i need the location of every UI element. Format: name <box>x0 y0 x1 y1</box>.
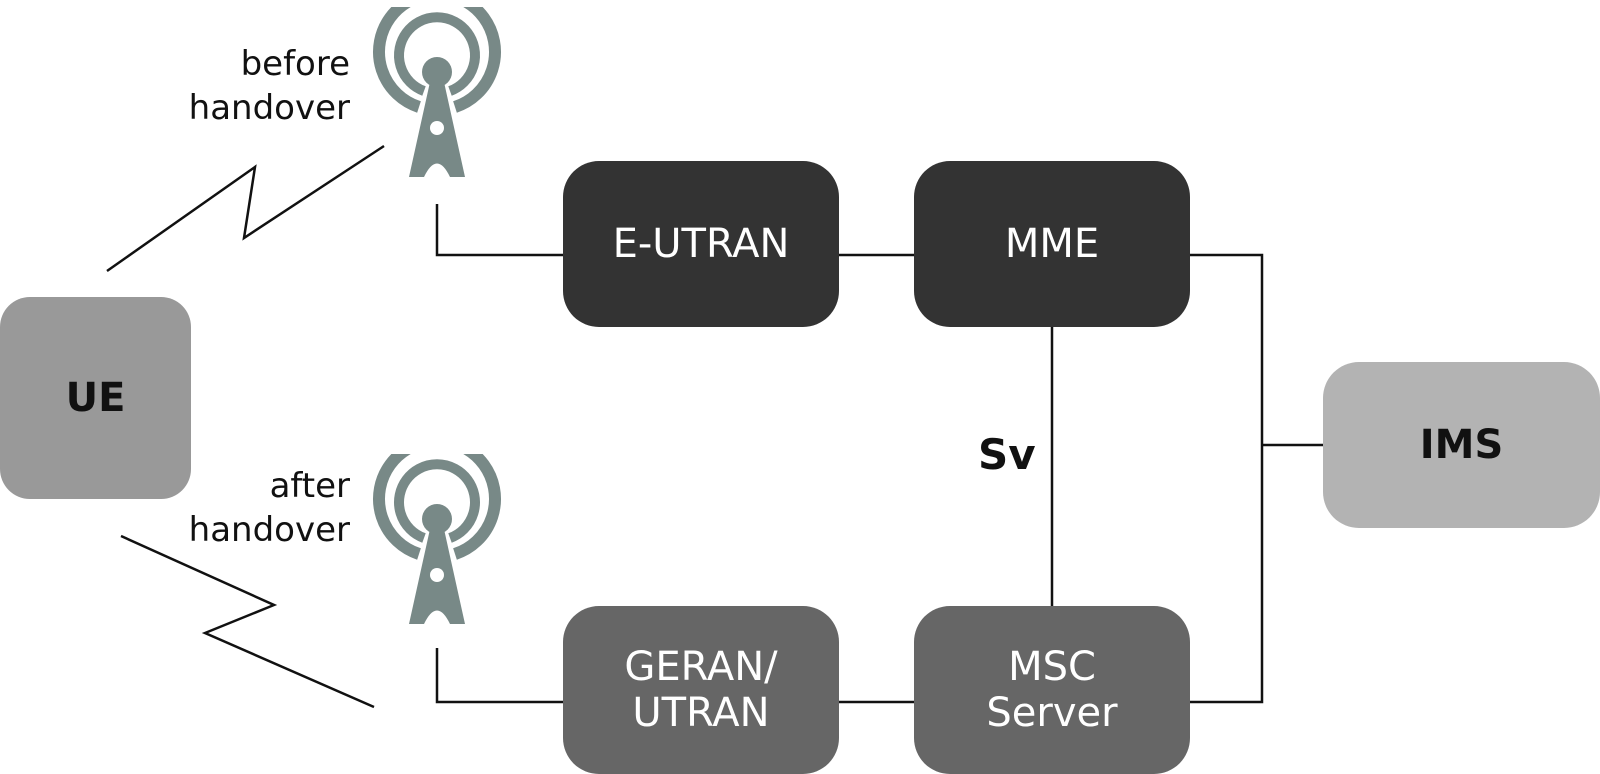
radio-link-after <box>120 534 375 709</box>
interface-label-sv: Sv <box>978 430 1036 479</box>
node-msc-line2: Server <box>986 690 1118 736</box>
node-ue-label: UE <box>65 375 126 421</box>
caption-before-handover: before handover <box>189 42 350 130</box>
node-mme-label: MME <box>1004 221 1100 267</box>
link-mme-ims <box>1190 253 1264 704</box>
node-eutran: E-UTRAN <box>563 161 839 327</box>
node-ims: IMS <box>1323 362 1600 528</box>
caption-after-handover: after handover <box>189 464 350 552</box>
node-geran-line2: UTRAN <box>632 690 770 736</box>
node-geran-line1: GERAN/ <box>624 644 778 690</box>
node-eutran-label: E-UTRAN <box>612 221 790 267</box>
caption-before-line2: handover <box>188 88 350 128</box>
link-tower-after-geran <box>435 648 563 704</box>
caption-after-line1: after <box>269 466 350 506</box>
link-tower-before-eutran <box>435 204 563 257</box>
radio-link-before <box>106 144 385 273</box>
radio-tower-icon <box>373 7 501 177</box>
node-geran-utran: GERAN/ UTRAN <box>563 606 839 774</box>
node-msc-server: MSC Server <box>914 606 1190 774</box>
node-mme: MME <box>914 161 1190 327</box>
node-ue: UE <box>0 297 191 499</box>
caption-after-line2: handover <box>188 510 350 550</box>
node-ims-label: IMS <box>1419 422 1504 468</box>
node-msc-line1: MSC <box>1008 644 1096 690</box>
caption-before-line1: before <box>240 44 350 84</box>
radio-tower-icon <box>373 454 501 624</box>
